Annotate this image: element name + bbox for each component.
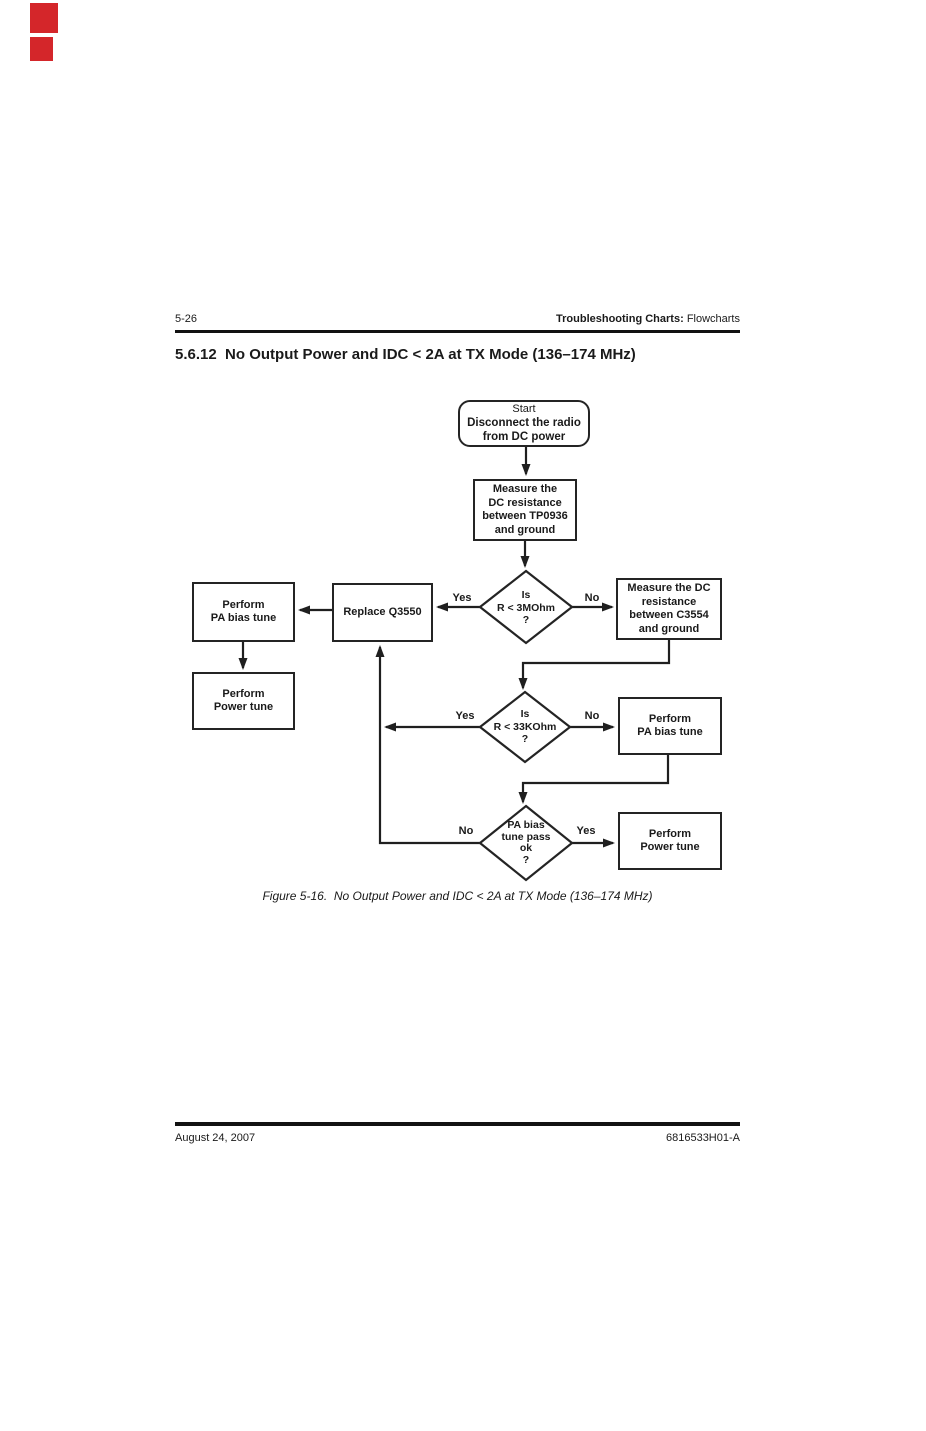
footer-rule [175, 1122, 740, 1126]
process-power-tune-right: Perform Power tune [618, 812, 722, 870]
edge-decision3-no-up-to-replace [375, 645, 480, 845]
edge-label-yes: Yes [452, 592, 472, 604]
running-header-chapter: Troubleshooting Charts: [556, 313, 684, 325]
decision-text-r3mohm: Is R < 3MOhm ? [496, 589, 556, 626]
process-measure-c3554: Measure the DC resistance between C3554 … [616, 578, 722, 640]
figure-caption: Figure 5-16. No Output Power and IDC < 2… [262, 889, 653, 903]
edge-label-yes: Yes [576, 825, 596, 837]
footer-date: August 24, 2007 [175, 1132, 256, 1144]
page-number: 5-26 [175, 313, 198, 325]
edge-label-no: No [584, 710, 600, 722]
edge-label-no: No [584, 592, 600, 604]
edge-c3554-to-decision2 [518, 640, 671, 690]
section-title: 5.6.12 No Output Power and IDC < 2A at T… [175, 346, 636, 363]
edge-pabias2-to-decision3 [518, 755, 670, 804]
decision-diamond-r3mohm [478, 569, 574, 645]
start-node-title: Start [512, 402, 536, 415]
decision-diamond-pa-bias-pass [478, 804, 574, 882]
red-scan-mark [30, 3, 58, 33]
footer-document-number: 6816533H01-A [665, 1132, 740, 1144]
start-node: Start Disconnect the radio from DC power [458, 400, 590, 447]
header-rule [175, 330, 740, 333]
edge-label-no: No [458, 825, 474, 837]
process-replace-q3550: Replace Q3550 [332, 583, 433, 642]
start-node-body: Disconnect the radio from DC power [467, 416, 581, 444]
decision-text-r33kohm: Is R < 33KOhm ? [493, 708, 557, 745]
red-scan-mark [30, 37, 53, 61]
process-measure-tp0936: Measure the DC resistance between TP0936… [473, 479, 577, 541]
running-header-section: Flowcharts [686, 313, 740, 325]
process-pa-bias-tune-left: Perform PA bias tune [192, 582, 295, 642]
process-pa-bias-tune-right: Perform PA bias tune [618, 697, 722, 755]
running-header: Troubleshooting Charts: Flowcharts [556, 313, 740, 325]
decision-text-pa-bias-pass: PA bias tune pass ok ? [501, 819, 551, 866]
decision-diamond-r33kohm [478, 690, 572, 764]
process-power-tune-left: Perform Power tune [192, 672, 295, 730]
edge-label-yes: Yes [455, 710, 475, 722]
